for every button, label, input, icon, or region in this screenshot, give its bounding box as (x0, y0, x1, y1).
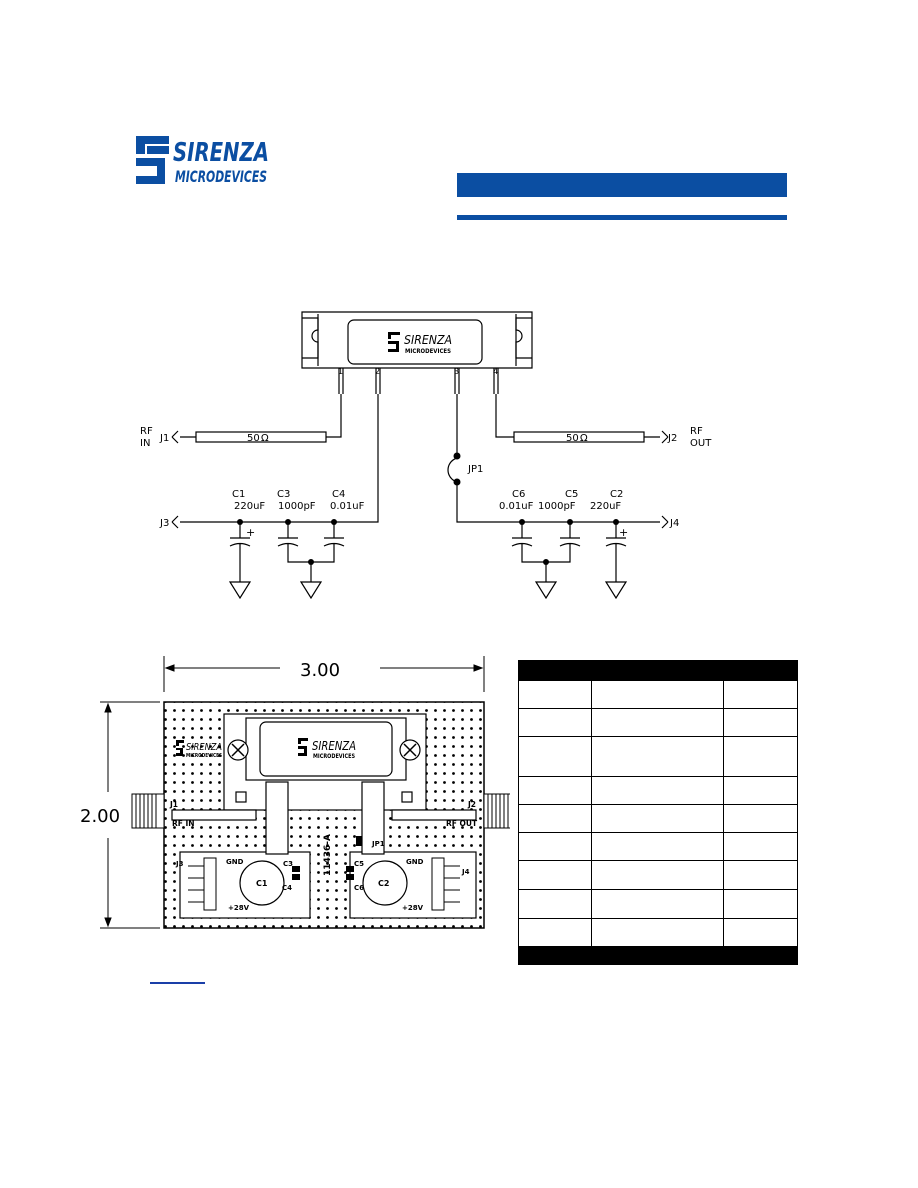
bom-header-bar (519, 661, 797, 681)
j2-label: J2 (667, 433, 677, 444)
sirenza-s-mark-icon (136, 136, 169, 184)
board-silkscreen-logo-name: SIRENZA (186, 742, 222, 753)
board-module-logo-name: SIRENZA (312, 739, 356, 753)
j3-label: J3 (159, 518, 169, 529)
package-logo-name: SIRENZA (404, 333, 452, 347)
bom-footer-bar (519, 946, 797, 964)
c1-value: 220uF (234, 501, 265, 512)
j4-label: J4 (669, 518, 679, 529)
bom-column-divider (723, 681, 724, 946)
table-row (519, 737, 797, 777)
c6-value: 0.01uF (499, 501, 534, 512)
c1-label: C1 (232, 489, 245, 500)
board-width-dim: 3.00 (300, 660, 340, 681)
table-row (519, 777, 797, 805)
j1-label: J1 (159, 433, 169, 444)
c4-value: 0.01uF (330, 501, 365, 512)
header-blue-rule (457, 215, 787, 220)
c4-label: C4 (332, 489, 345, 500)
logo-brand-name: SIRENZA (173, 138, 269, 168)
header-blue-bar (457, 173, 787, 197)
rf-out-label-bottom: OUT (690, 438, 712, 449)
rf-out-label-top: RF (690, 426, 703, 437)
package-logo-sub: MICRODEVICES (405, 347, 451, 355)
board-rf-out-label: RF OUT (446, 819, 478, 828)
board-rf-in-label: RF IN (172, 819, 195, 828)
sirenza-logo: SIRENZA MICRODEVICES (136, 136, 269, 186)
pin-4-label: 4 (493, 367, 498, 376)
c6-label: C6 (512, 489, 525, 500)
c3-value: 1000pF (278, 501, 316, 512)
table-row (519, 681, 797, 709)
line-out-impedance: 50 (566, 433, 579, 444)
board-c1-label: C1 (256, 879, 268, 888)
c3-label: C3 (277, 489, 290, 500)
board-c2-label: C2 (378, 879, 389, 888)
board-jp1-label: JP1 (371, 840, 385, 848)
board-c5-label: C5 (354, 860, 364, 868)
bom-table (518, 660, 798, 965)
rf-in-label-top: RF (140, 426, 153, 437)
link-underline[interactable] (150, 982, 205, 984)
table-row (519, 833, 797, 861)
c5-label: C5 (565, 489, 578, 500)
logo-brand-sub: MICRODEVICES (175, 167, 267, 186)
board-j1-label: J1 (169, 800, 178, 809)
board-c6-label: C6 (354, 884, 364, 892)
c2-value: 220uF (590, 501, 621, 512)
board-gnd-right-label: GND (406, 858, 424, 866)
board-c3-label: C3 (283, 860, 293, 868)
line-in-ohm: Ω (261, 433, 269, 444)
c5-value: 1000pF (538, 501, 576, 512)
board-28v-left-label: +28V (228, 904, 250, 912)
board-j2-label: J2 (467, 800, 476, 809)
board-module-logo-icon (298, 738, 308, 756)
c2-plus: + (619, 526, 628, 539)
board-module-logo-sub: MICRODEVICES (313, 753, 355, 760)
board-gnd-left-label: GND (226, 858, 244, 866)
pin-3-label: 3 (454, 367, 459, 376)
table-row (519, 861, 797, 890)
pin-1-label: 1 (338, 367, 343, 376)
table-row (519, 890, 797, 919)
jp1-label: JP1 (467, 464, 483, 475)
c2-label: C2 (610, 489, 623, 500)
board-c4-label: C4 (282, 884, 292, 892)
board-28v-right-label: +28V (402, 904, 424, 912)
board-height-dim: 2.00 (80, 806, 120, 827)
board-j3-label: J3 (175, 860, 184, 868)
line-in-impedance: 50 (247, 433, 260, 444)
c1-plus: + (246, 526, 255, 539)
pin-2-label: 2 (375, 367, 380, 376)
bom-column-divider (591, 681, 592, 946)
board-j4-label: J4 (461, 868, 470, 876)
rf-in-label-bottom: IN (140, 438, 150, 449)
board-part-number: 11436-A (323, 834, 333, 876)
package-logo-icon (388, 332, 400, 352)
schematic-diagram: SIRENZA MICRODEVICES 1 2 3 4 RF IN J1 RF… (140, 311, 712, 600)
board-layout: 3.00 2.00 SIRENZA MICRODEVICES SIRENZA M… (80, 656, 510, 929)
table-row (519, 805, 797, 833)
line-out-ohm: Ω (580, 433, 588, 444)
board-silkscreen-logo-sub: MICRODEVICES (186, 753, 222, 759)
table-row (519, 709, 797, 737)
board-silkscreen-logo-icon (176, 740, 184, 756)
